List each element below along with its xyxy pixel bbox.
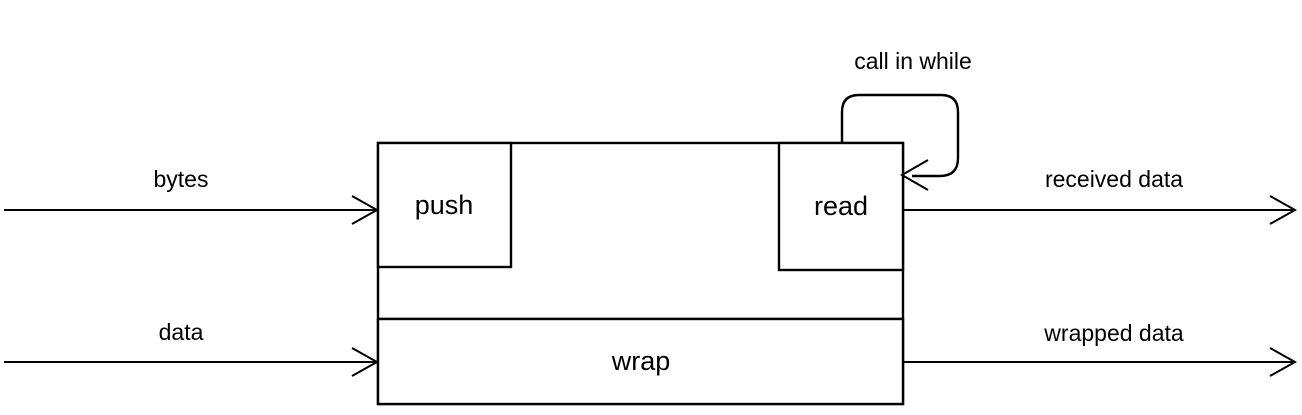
edge-bytes-label: bytes bbox=[154, 166, 209, 192]
self-loop-label: call in while bbox=[854, 48, 972, 74]
edge-wrapped-data-arrowhead bbox=[1269, 347, 1298, 377]
node-wrap-label: wrap bbox=[611, 346, 671, 376]
edge-data-arrowhead bbox=[351, 347, 380, 377]
node-push-label: push bbox=[415, 190, 474, 220]
self-loop-path bbox=[840, 93, 960, 178]
edge-wrapped-data-out bbox=[903, 347, 1298, 377]
node-read-label: read bbox=[814, 191, 868, 221]
edge-received-data-arrowhead bbox=[1269, 195, 1298, 225]
self-loop-call-in-while bbox=[840, 93, 960, 191]
edge-bytes-arrowhead bbox=[351, 195, 380, 225]
edge-wrapped-data-label: wrapped data bbox=[1043, 320, 1184, 346]
edge-data-label: data bbox=[159, 319, 204, 345]
self-loop-arrowhead bbox=[899, 159, 929, 191]
edge-data-in bbox=[4, 347, 380, 377]
node-push-box[interactable] bbox=[376, 141, 513, 269]
edge-received-data-label: received data bbox=[1045, 166, 1183, 192]
edge-received-data-out bbox=[903, 195, 1298, 225]
edge-bytes-in bbox=[4, 195, 380, 225]
